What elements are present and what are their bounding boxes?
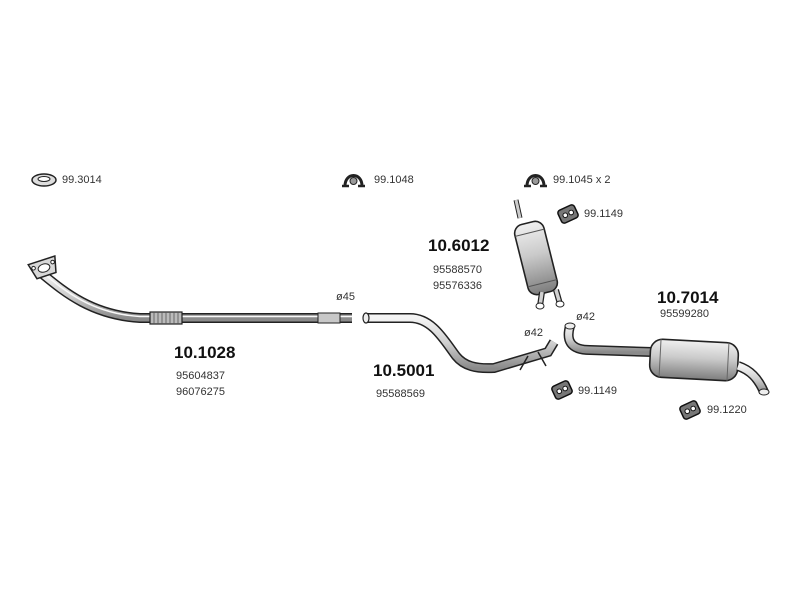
oem-number: 95588570 [433,264,482,276]
rubber-mount-icon [557,204,579,224]
oem-number: 95576336 [433,280,482,292]
gasket-code: 99.3014 [62,174,102,186]
middle-pipe-code: 10.5001 [373,361,435,380]
rear-silencer-code: 10.7014 [657,288,719,307]
rubber-mount-icon [551,380,573,400]
oem-number: 96076275 [176,386,225,398]
clamp-icon [524,174,547,188]
clamp-icon [342,174,365,188]
gasket-icon [31,173,57,187]
front-pipe [27,255,352,325]
rubber-mount-code: 99.1149 [578,385,617,397]
diameter-label: ø42 [524,327,543,339]
oem-number: 95604837 [176,370,225,382]
rubber-mount-icon [679,400,701,420]
rubber-mount-code: 99.1149 [584,208,623,220]
oem-number: 95588569 [376,388,425,400]
rear-silencer [563,322,770,396]
center-silencer-code: 10.6012 [428,236,490,255]
middle-pipe [362,312,559,374]
clamp-code: 99.1045 x 2 [553,174,611,186]
rubber-mount-code: 99.1220 [707,404,747,416]
oem-number: 95599280 [660,308,709,320]
diameter-label: ø42 [576,311,595,323]
front-pipe-code: 10.1028 [174,343,236,362]
clamp-code: 99.1048 [374,174,414,186]
center-silencer [513,199,565,310]
diameter-label: ø45 [336,291,355,303]
